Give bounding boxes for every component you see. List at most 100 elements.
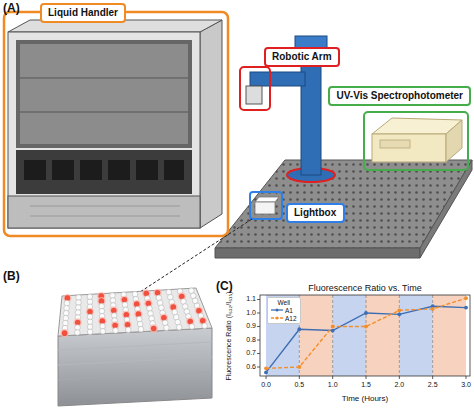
legend-row: A12: [271, 314, 297, 322]
well-lit: [143, 291, 149, 297]
well: [122, 302, 128, 308]
well-lit: [134, 301, 140, 307]
series-marker: [464, 296, 468, 300]
well-lit: [62, 330, 68, 336]
series-marker: [264, 371, 268, 375]
chart-title: Fluorescence Ratio vs. Time: [308, 283, 422, 293]
legend-text: A1: [285, 307, 293, 314]
legend-title: Well: [271, 299, 297, 306]
label-text: UV-Vis Spectrophotometer: [336, 90, 463, 102]
lightbox-photo: [58, 288, 212, 406]
tick-label: 0.8: [246, 336, 256, 344]
tick-label: 2.0: [394, 381, 404, 389]
legend-sample: [271, 307, 283, 313]
axis-label: Time (Hours): [342, 394, 388, 403]
label-text: Lightbox: [294, 207, 337, 219]
grid-line: [366, 295, 367, 376]
zoom-leader: [140, 219, 252, 292]
well: [75, 330, 81, 336]
legend-marker: [276, 309, 279, 312]
well-lit: [155, 290, 161, 296]
well-lit: [122, 297, 128, 303]
panel-letter: (B): [3, 270, 20, 284]
series-marker: [364, 311, 368, 315]
well-glow: [150, 324, 158, 332]
well: [189, 324, 195, 330]
robotic-arm: [240, 36, 335, 182]
handler-outline: [4, 12, 228, 236]
x-tick: [366, 376, 367, 379]
plot-area: [260, 295, 470, 376]
well: [100, 328, 106, 334]
liquid-handler: [8, 20, 222, 228]
series-marker: [264, 366, 268, 370]
tick-label: 1.0: [246, 309, 256, 317]
series-marker: [331, 329, 335, 333]
tick-label: 0.7: [246, 349, 256, 357]
tick-label: 2.5: [428, 381, 438, 389]
x-tick: [399, 376, 400, 379]
series-marker: [297, 365, 301, 369]
well: [132, 291, 138, 297]
well-lit: [161, 315, 167, 321]
well: [136, 316, 142, 322]
x-tick: [299, 376, 300, 379]
legend-marker: [276, 317, 279, 320]
grid-line: [399, 295, 400, 376]
tick-label: 0.9: [246, 322, 256, 330]
label-text: Robotic Arm: [272, 51, 332, 63]
axis-label: Fluorescence Ratio (I₆₃₂/I₆₁₅): [225, 291, 233, 380]
tick-label: 0.0: [261, 381, 271, 389]
callout-label: UV-Vis Spectrophotometer: [328, 86, 471, 106]
tick-label: 0.5: [294, 381, 304, 389]
series-line: [266, 306, 466, 372]
callout-label: Robotic Arm: [264, 47, 340, 67]
well-lit: [124, 312, 130, 318]
x-tick: [266, 376, 267, 379]
x-tick: [332, 376, 333, 379]
tick-label: 1.1: [246, 295, 256, 303]
x-tick: [432, 376, 433, 379]
spectrophotometer: [364, 112, 468, 170]
well: [125, 327, 131, 333]
y-tick: [257, 340, 260, 341]
tick-label: 3.0: [461, 381, 471, 389]
time-band: [333, 295, 366, 376]
well: [148, 311, 154, 317]
well: [157, 300, 163, 306]
tick-label: 1.5: [361, 381, 371, 389]
grid-line: [332, 295, 333, 376]
well: [138, 326, 144, 332]
well: [113, 328, 119, 334]
tick-label: 1.0: [328, 381, 338, 389]
well: [202, 323, 208, 329]
legend-row: A1: [271, 306, 297, 314]
series-marker: [431, 307, 435, 311]
time-band: [366, 295, 399, 376]
y-tick: [257, 326, 260, 327]
series-marker: [297, 327, 301, 331]
well: [164, 325, 170, 331]
well-lit: [136, 311, 142, 317]
well-glow: [60, 329, 68, 337]
platform: [215, 160, 472, 258]
legend-box: WellA1A12: [267, 297, 301, 324]
well: [162, 320, 168, 326]
y-tick: [257, 313, 260, 314]
legend-sample: [271, 315, 283, 321]
label-text: Liquid Handler: [48, 7, 118, 19]
legend-text: A12: [285, 315, 297, 322]
callout-label: Liquid Handler: [40, 3, 126, 23]
y-tick: [257, 299, 260, 300]
well: [147, 306, 153, 312]
well-lit: [125, 322, 131, 328]
series-marker: [397, 308, 401, 312]
well-lit: [151, 326, 157, 332]
legend-line: [271, 310, 283, 311]
callout-label: Lightbox: [286, 203, 345, 223]
well: [87, 329, 93, 335]
time-band: [299, 295, 332, 376]
well: [156, 295, 162, 301]
